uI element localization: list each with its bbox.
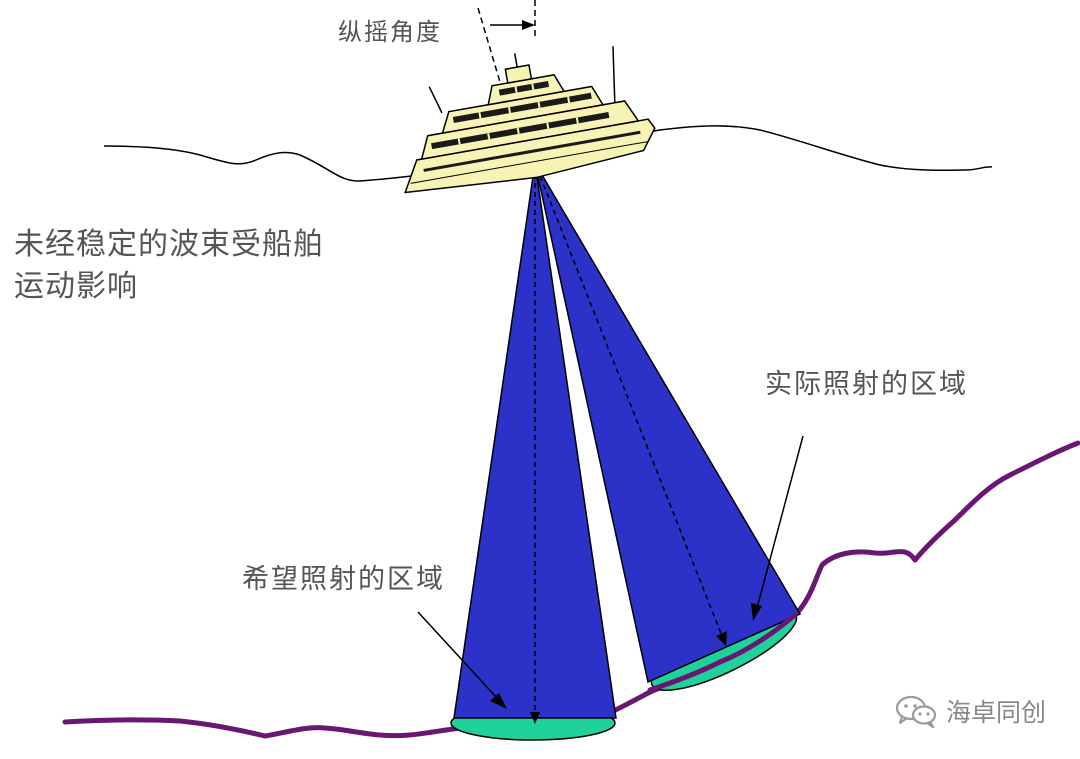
pitch-angle-arrowhead: [522, 20, 535, 30]
wechat-icon: [895, 695, 937, 728]
desired-area-label: 希望照射的区域: [242, 564, 445, 595]
unstabilized-beam-label: 未经稳定的波束受船舶 运动影响: [14, 224, 324, 308]
ship-hull: [404, 118, 656, 194]
watermark: 海卓同创: [894, 693, 1046, 729]
ship-windows: [423, 80, 641, 172]
actual-beam: [534, 162, 802, 684]
desired-area-pointer-head: [490, 693, 507, 709]
actual-beam-axis-arrowhead: [716, 631, 727, 646]
ship-window-dividers: [457, 83, 579, 145]
desired-area-pointer: [417, 611, 498, 699]
unstabilized-beam-label-line1: 未经稳定的波束受船舶: [14, 227, 324, 262]
pitch-angle-label: 纵摇角度: [338, 18, 442, 46]
ship-illustration: [404, 46, 656, 194]
actual-beam-axis: [536, 167, 723, 637]
actual-area-pointer-head: [751, 603, 762, 621]
ship-mast-front: [428, 86, 443, 114]
desired-beam-axis-arrowhead: [530, 712, 540, 724]
unstabilized-beam-label-line2: 运动影响: [14, 269, 138, 304]
ship-mast-top: [513, 53, 518, 68]
actual-area-pointer: [756, 435, 804, 609]
ship-hull-waterline: [410, 141, 648, 184]
pitch-angle-line: [477, 7, 501, 83]
watermark-text: 海卓同创: [946, 698, 1047, 727]
ship-mast-rear: [612, 46, 616, 103]
seafloor-over-footprint: [647, 612, 798, 693]
actual-area-label: 实际照射的区域: [765, 369, 968, 400]
